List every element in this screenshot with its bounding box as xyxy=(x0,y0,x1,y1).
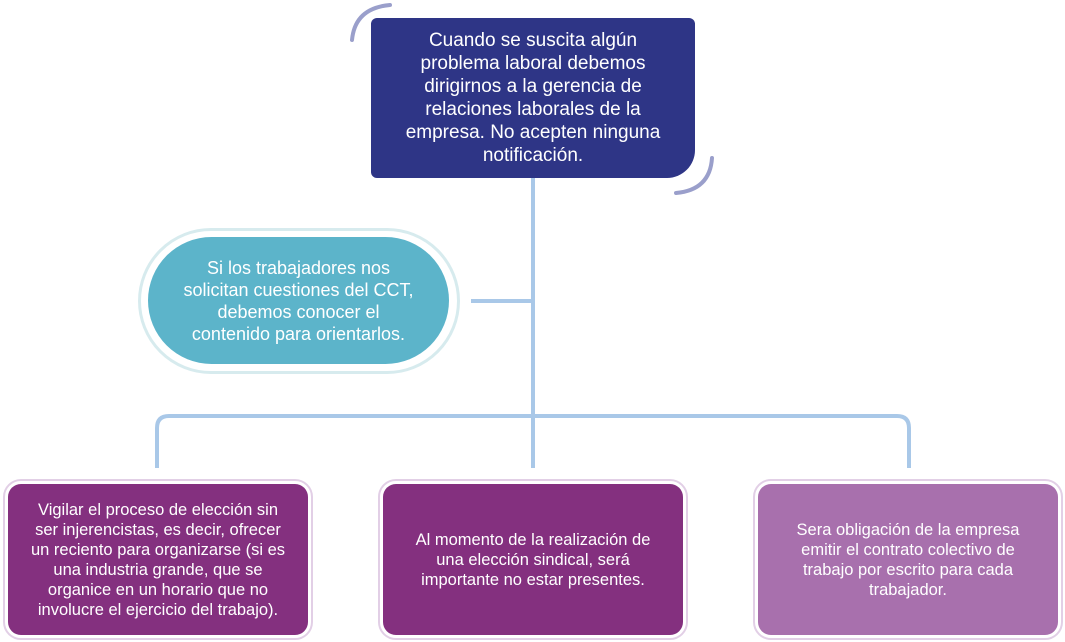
child-node-2: Al momento de la realización de una elec… xyxy=(383,484,683,635)
child-node-3-text: Sera obligación de la empresa emitir el … xyxy=(796,520,1020,599)
top-left-arc xyxy=(350,3,392,42)
side-node-outline xyxy=(138,228,460,374)
child-node-1-text: Vigilar el proceso de elección sin ser i… xyxy=(30,500,286,619)
side-node-text: Si los trabajadores nos solicitan cuesti… xyxy=(183,257,414,344)
child-node-1: Vigilar el proceso de elección sin ser i… xyxy=(8,484,308,635)
child-bus-line xyxy=(155,414,911,468)
bottom-right-arc xyxy=(674,156,714,195)
child-node-2-text: Al momento de la realización de una elec… xyxy=(415,530,651,589)
top-node: Cuando se suscita algún problema laboral… xyxy=(371,18,695,178)
side-node: Si los trabajadores nos solicitan cuesti… xyxy=(148,237,449,364)
top-node-text: Cuando se suscita algún problema laboral… xyxy=(405,30,661,166)
child-node-3: Sera obligación de la empresa emitir el … xyxy=(758,484,1058,635)
